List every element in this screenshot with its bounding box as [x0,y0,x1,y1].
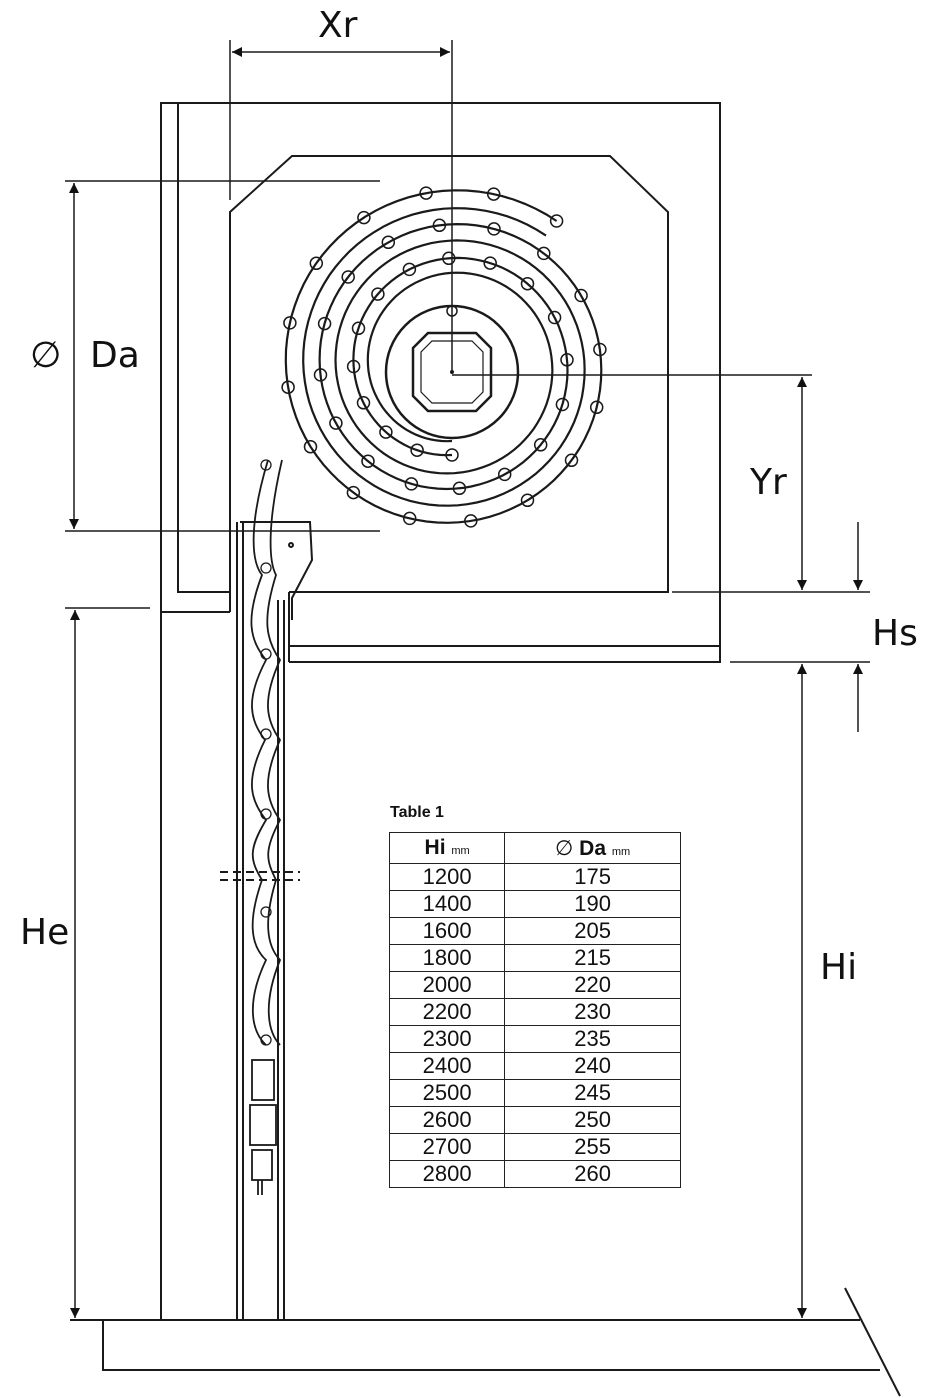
table-caption: Table 1 [390,804,444,821]
da-cell: 175 [504,863,681,891]
da-cell: 250 [504,1106,681,1134]
guide-rail [220,521,314,1320]
dimension-lines [65,40,870,1318]
hi-cell: 2800 [388,1160,506,1188]
hi-cell: 1800 [388,944,506,972]
da-cell: 245 [504,1079,681,1107]
da-cell: 255 [504,1133,681,1161]
hi-cell: 1400 [388,890,506,918]
floor-sill [70,1287,901,1397]
hanging-curtain [249,459,283,1195]
hi-cell: 2700 [388,1133,506,1161]
da-cell: 240 [504,1052,681,1080]
hi-column-header: Hi mm [388,832,506,864]
hi-cell: 1200 [388,863,506,891]
hi-cell: 2200 [388,998,506,1026]
da-cell: 215 [504,944,681,972]
hi-cell: 2400 [388,1052,506,1080]
hi-label: Hi [820,947,858,988]
hi-cell: 2000 [388,971,506,999]
hi-cell: 2500 [388,1079,506,1107]
yr-label: Yr [750,462,787,503]
da-cell: 220 [504,971,681,999]
da-cell: 230 [504,998,681,1026]
da-cell: 190 [504,890,681,918]
da-label: Da [90,335,140,376]
da-cell: 205 [504,917,681,945]
da-cell: 235 [504,1025,681,1053]
hi-cell: 2600 [388,1106,506,1134]
rolled-shutter-coil [281,186,607,528]
hs-label: Hs [872,613,918,654]
table-header-row: Hi mm ∅ Da mm [388,832,681,864]
hi-cell: 2300 [388,1025,506,1053]
da-column-header: ∅ Da mm [504,832,681,864]
da-cell: 260 [504,1160,681,1188]
diameter-symbol: ∅ [30,335,62,376]
he-label: He [20,912,70,953]
hi-cell: 1600 [388,917,506,945]
xr-label: Xr [318,5,358,46]
shutter-box [160,102,721,1320]
